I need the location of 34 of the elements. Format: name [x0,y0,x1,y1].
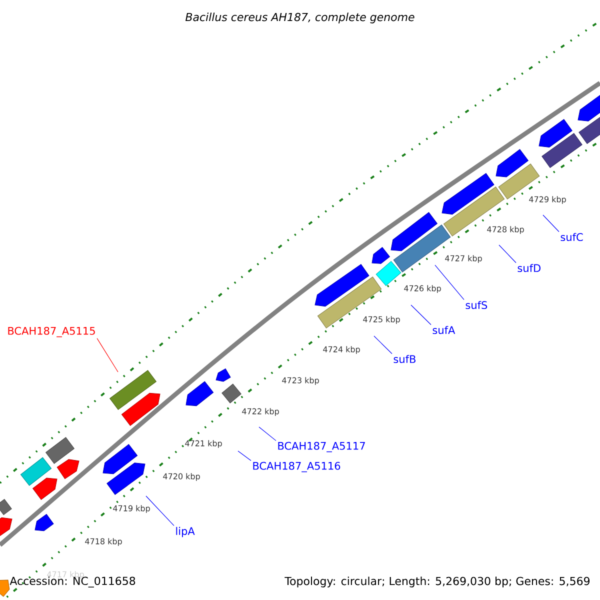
scale-label: 4720 kbp [163,473,200,481]
scale-label: 4717 kbp [47,571,84,579]
gene-label: lipA [176,526,195,538]
gene-label: sufD [518,264,540,272]
scale-label: 4724 kbp [323,346,360,354]
leader-line [96,338,118,372]
info-text: Accession: NC_011658 [10,576,136,588]
gene-label: BCAH187_A5115 [8,326,95,338]
scale-label: 4718 kbp [85,538,122,546]
leader-line [410,304,432,326]
scale-label: 4719 kbp [113,505,150,513]
gene-label: sufC [560,232,583,242]
scale-label: 4721 kbp [185,440,222,448]
scale-label: 4725 kbp [363,316,400,324]
leader-line [374,336,392,354]
leader-line [146,496,174,526]
info-text: Topology: circular; Length: 5,269,030 bp; Genes: 5,569 [284,576,590,588]
leader-line [498,244,516,264]
gene-label: BCAH187_A5117 [278,442,365,452]
gene-label: sufB [394,354,416,364]
scale-label: 4727 kbp [445,255,482,263]
leader-line [542,214,560,232]
title: Bacillus cereus AH187, complete genome [186,12,414,24]
scale-label: 4723 kbp [282,377,319,385]
gene-label: sufS [466,300,488,310]
scale-label: 4729 kbp [529,196,566,204]
scale-label: 4726 kbp [404,285,441,293]
scale-label: 4722 kbp [242,408,279,416]
leader-line [434,264,464,300]
leader-line [238,450,252,461]
leader-line [258,426,276,441]
scale-label: 4728 kbp [487,226,524,234]
gene-label: BCAH187_A5116 [253,462,340,472]
gene-label: sufA [432,326,456,334]
